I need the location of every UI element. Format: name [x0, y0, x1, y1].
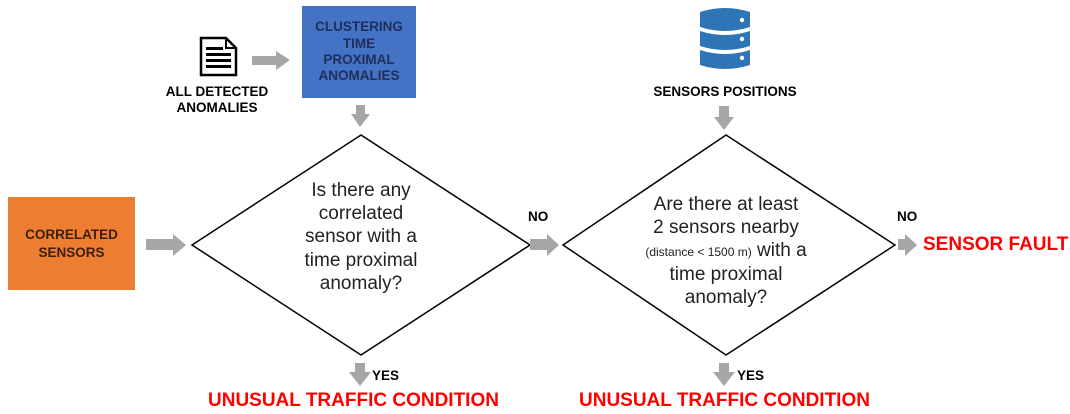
- decision-1-question: Is there any correlated sensor with a ti…: [261, 179, 461, 295]
- all-detected-line-1: ALL DETECTED: [165, 84, 269, 99]
- decision-2-line-5: anomaly?: [684, 286, 768, 308]
- decision-1-line-3: sensor with a: [305, 226, 417, 248]
- arrow-decision2-yes: [713, 363, 735, 386]
- arrow-decision1-to-decision2: [530, 234, 559, 256]
- decision-1-line-1: Is there any: [311, 180, 411, 201]
- clustering-line-4: ANOMALIES: [318, 68, 400, 84]
- arrow-correlated-to-decision1: [146, 234, 186, 256]
- decision-2-line-4: time proximal: [669, 263, 783, 285]
- clustering-line-2: TIME: [342, 35, 376, 51]
- clustering-box: CLUSTERING TIME PROXIMAL ANOMALIES: [302, 6, 416, 98]
- sensor-positions-label: SENSORS POSITIONS: [653, 84, 797, 99]
- arrow-positions-to-decision2: [714, 106, 734, 130]
- decision-2-line-3-rest: with a: [751, 240, 807, 262]
- result-unusual-traffic-1: UNUSUAL TRAFFIC CONDITION: [208, 390, 499, 411]
- decision-1-line-5: anomaly?: [319, 272, 403, 294]
- clustering-line-1: CLUSTERING: [315, 19, 403, 35]
- arrow-decision1-yes: [349, 363, 371, 386]
- database-icon: [700, 8, 750, 69]
- all-detected-label: ALL DETECTED ANOMALIES: [152, 84, 282, 115]
- result-sensor-fault: SENSOR FAULT: [923, 234, 1069, 255]
- correlated-sensors-box: CORRELATED SENSORS: [8, 197, 135, 290]
- result-unusual-traffic-2: UNUSUAL TRAFFIC CONDITION: [579, 390, 870, 411]
- arrow-doc-to-clustering: [252, 51, 290, 70]
- decision-1-line-2: correlated: [318, 203, 404, 225]
- branch-no-2: NO: [897, 209, 918, 224]
- arrow-clustering-to-decision1: [351, 105, 370, 127]
- branch-yes-1: YES: [372, 368, 400, 383]
- decision-2-line-3: (distance < 1500 m) with a: [606, 239, 846, 262]
- arrow-decision2-to-fault: [898, 234, 917, 256]
- decision-1-line-4: time proximal: [304, 249, 418, 271]
- correlated-line-2: SENSORS: [38, 244, 105, 260]
- document-icon: [199, 36, 238, 77]
- decision-2-line-2: 2 sensors nearby: [653, 217, 799, 239]
- decision-diamond-1: [190, 134, 532, 356]
- decision-2-distance-note: (distance < 1500 m): [645, 245, 752, 260]
- clustering-line-3: PROXIMAL: [323, 52, 395, 67]
- all-detected-line-2: ANOMALIES: [176, 99, 258, 115]
- decision-2-line-1: Are there at least: [653, 194, 799, 215]
- decision-diamond-2: [561, 134, 897, 356]
- branch-no-1: NO: [528, 209, 549, 224]
- correlated-line-1: CORRELATED: [25, 226, 118, 242]
- branch-yes-2: YES: [737, 368, 765, 383]
- decision-2-question: Are there at least 2 sensors nearby (dis…: [606, 193, 846, 309]
